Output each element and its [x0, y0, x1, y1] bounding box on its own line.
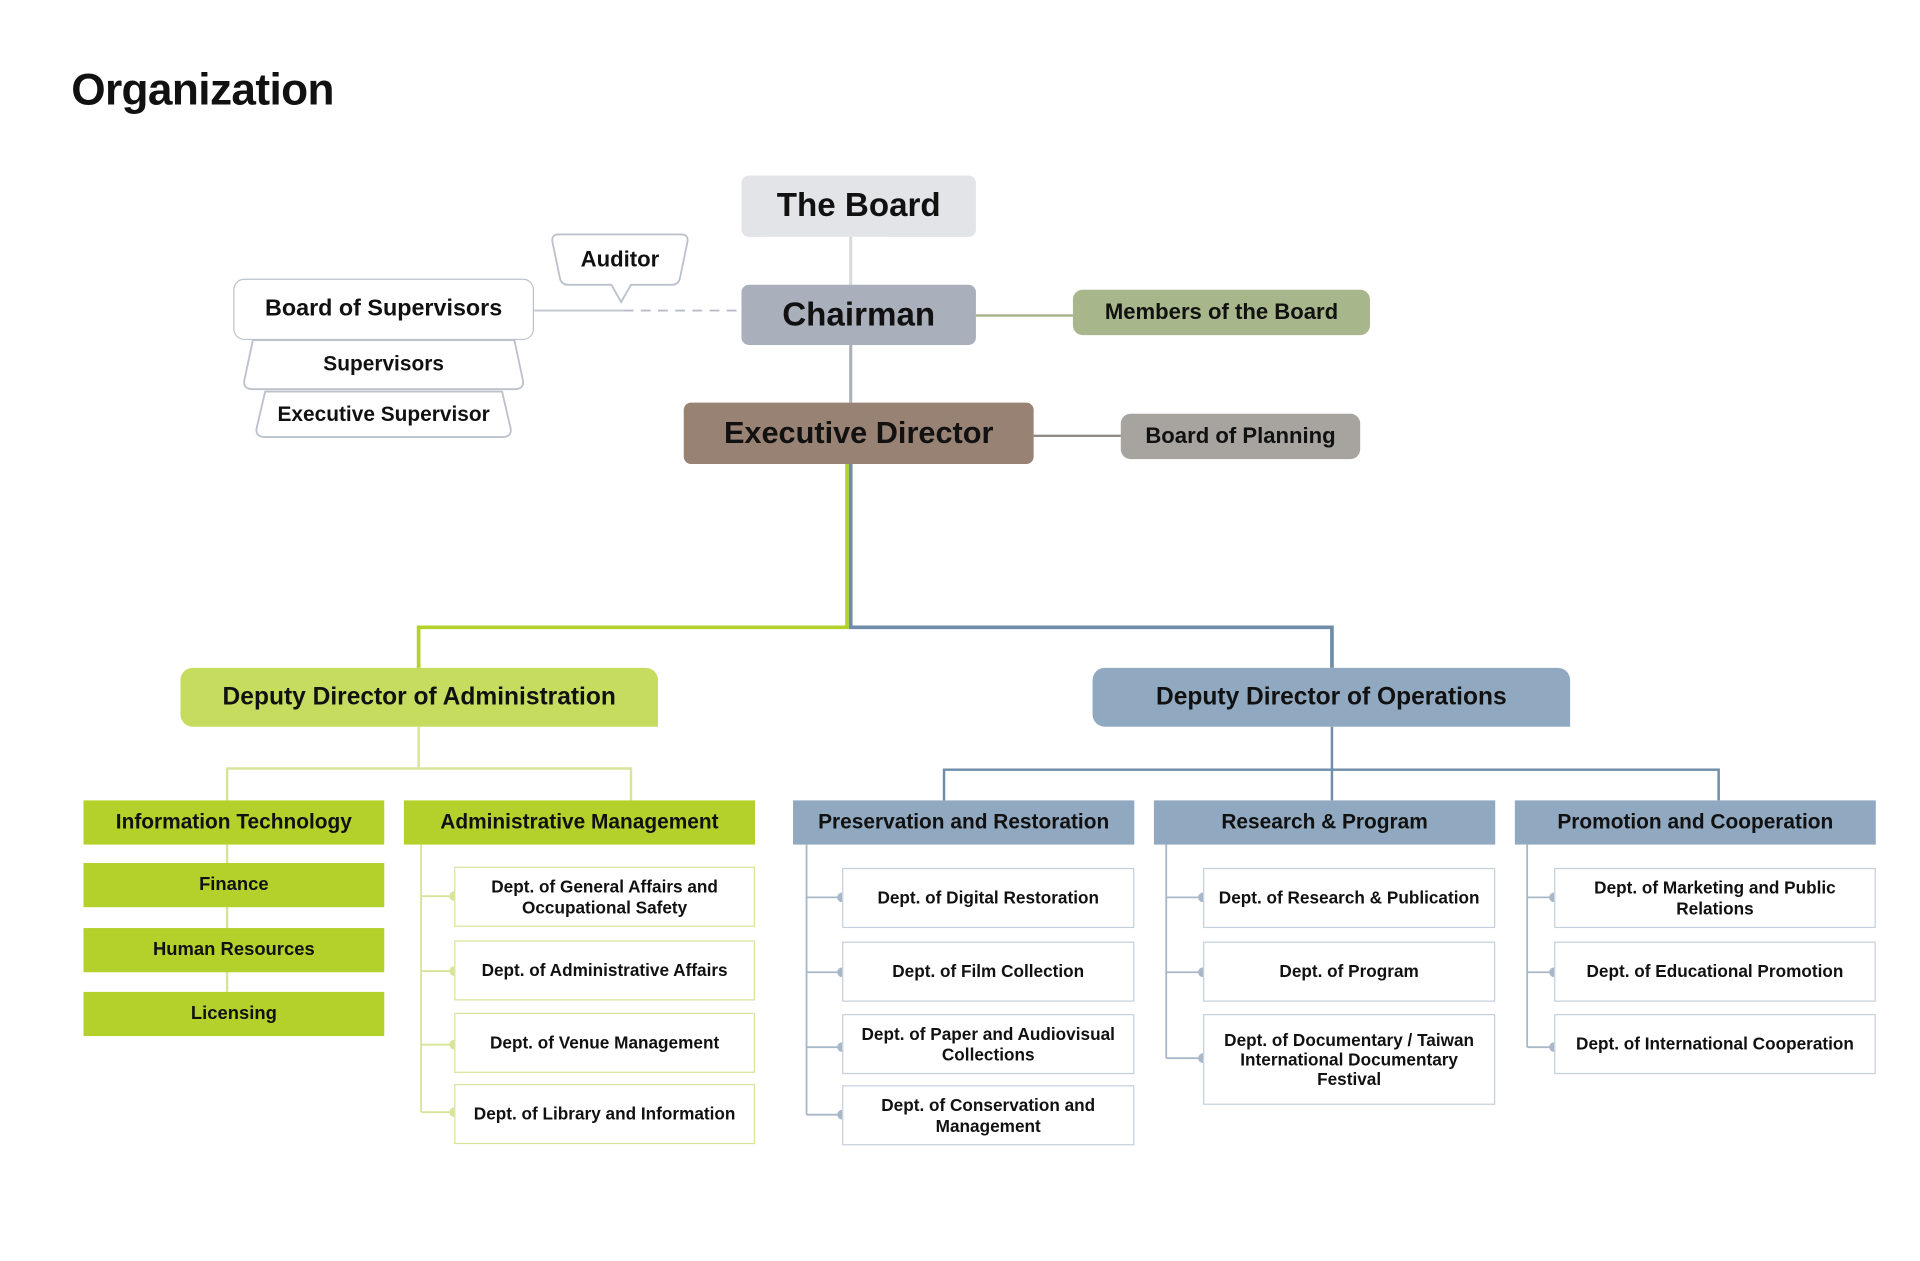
executive-supervisor-shape	[255, 390, 512, 438]
node-board-of-planning: Board of Planning	[1120, 413, 1361, 460]
dept-digital-restoration: Dept. of Digital Restoration	[842, 867, 1135, 929]
supervisors-shape	[243, 339, 525, 391]
node-deputy-administration: Deputy Director of Administration	[180, 667, 658, 727]
auditor-label: Auditor	[580, 246, 660, 271]
node-preservation-restoration: Preservation and Restoration	[793, 800, 1135, 845]
page-title: Organization	[71, 63, 334, 115]
auditor-callout-shape	[551, 233, 689, 304]
node-board-of-supervisors: Board of Supervisors	[233, 278, 535, 341]
dept-research-publication: Dept. of Research & Publication	[1203, 867, 1496, 929]
dept-general-affairs: Dept. of General Affairs and Occupationa…	[454, 866, 755, 927]
dept-documentary-festival: Dept. of Documentary / Taiwan Internatio…	[1203, 1013, 1496, 1105]
node-licensing: Licensing	[83, 991, 385, 1037]
supervisors-label: Supervisors	[323, 352, 444, 376]
dept-paper-audiovisual: Dept. of Paper and Audiovisual Collectio…	[842, 1013, 1135, 1075]
node-the-board: The Board	[741, 175, 976, 237]
node-supervisors: Supervisors	[243, 339, 525, 391]
node-executive-director: Executive Director	[683, 402, 1034, 465]
node-finance: Finance	[83, 863, 385, 908]
dept-conservation-management: Dept. of Conservation and Management	[842, 1085, 1135, 1146]
node-research-program: Research & Program	[1153, 800, 1496, 845]
node-information-technology: Information Technology	[83, 800, 385, 845]
dept-marketing-pr: Dept. of Marketing and Public Relations	[1554, 867, 1876, 929]
dept-venue-management: Dept. of Venue Management	[454, 1012, 755, 1073]
node-executive-supervisor: Executive Supervisor	[255, 390, 512, 438]
executive-supervisor-label: Executive Supervisor	[277, 402, 490, 426]
node-deputy-operations: Deputy Director of Operations	[1092, 667, 1571, 727]
dept-film-collection: Dept. of Film Collection	[842, 941, 1135, 1002]
dept-program: Dept. of Program	[1203, 941, 1496, 1002]
node-promotion-cooperation: Promotion and Cooperation	[1514, 800, 1876, 845]
node-chairman: Chairman	[741, 284, 976, 345]
node-human-resources: Human Resources	[83, 928, 385, 973]
dept-library-information: Dept. of Library and Information	[454, 1083, 755, 1145]
dept-educational-promotion: Dept. of Educational Promotion	[1554, 941, 1876, 1002]
dept-international-cooperation: Dept. of International Cooperation	[1554, 1013, 1876, 1075]
node-members-of-board: Members of the Board	[1072, 289, 1371, 336]
dept-administrative-affairs: Dept. of Administrative Affairs	[454, 940, 755, 1001]
node-administrative-management: Administrative Management	[403, 800, 755, 845]
node-auditor: Auditor	[550, 233, 690, 304]
